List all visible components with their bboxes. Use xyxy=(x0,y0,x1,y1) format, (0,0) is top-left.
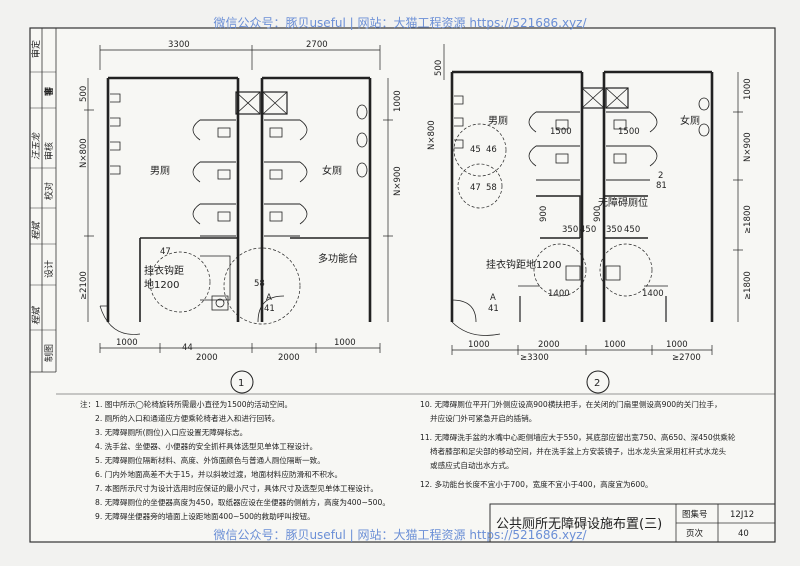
plan1-room-multi: 多功能台 xyxy=(318,252,358,265)
notes-right: 10. 无障碍厕位平开门外侧应设高900横扶把手，在关闭的门扇里侧设高900的关… xyxy=(420,399,736,489)
note-left-0: 注：1. 图中所示◯轮椅旋转所需最小直径为1500的活动空间。 xyxy=(80,399,292,409)
plan2-symbol-58: 58 xyxy=(486,183,497,193)
plan2-inner-7: 450 xyxy=(624,225,640,235)
plan1-symbol-47: 47 xyxy=(160,247,171,257)
plan2-mark-1-top: A xyxy=(490,293,496,303)
plan2-inner-8: 1400 xyxy=(548,289,570,299)
plan2-inner-2: 900 xyxy=(539,206,549,222)
note-left-3: 4. 洗手盆、坐便器、小便器的安全抓杆具体选型见单体工程设计。 xyxy=(95,441,317,451)
page-label: 页次 xyxy=(686,528,704,539)
plan1-dim-top-0: 3300 xyxy=(168,40,190,50)
plan1-dim-left-2: ≥2100 xyxy=(79,271,89,300)
plan1-dim-right-0: 1000 xyxy=(393,90,403,112)
sidebar-label-0: 审定 xyxy=(30,40,42,58)
atlas-value: 12J12 xyxy=(730,510,754,520)
plan2-inner-3: 900 xyxy=(593,206,603,222)
plan1-dim-bottom-1: 2000 xyxy=(196,353,218,363)
plan1-number: 1 xyxy=(238,378,244,389)
plan1-mark-top: A xyxy=(266,293,272,303)
plan2-inner-0: 1500 xyxy=(550,127,572,137)
plan2-inner-5: 450 xyxy=(580,225,596,235)
watermark-top: 微信公众号：豚贝useful | 网站：大猫工程资源 https://52168… xyxy=(213,16,587,30)
plan-2-texts: 500 N×800 男厕 女厕 无障碍厕位 挂衣钩距地1200 1500 150… xyxy=(427,60,753,389)
sidebar: 审定 審 审核 汪玉龙 校对 程斌 设计 程斌 制图 xyxy=(30,28,57,373)
plan-1-texts: 3300 2700 男厕 女厕 多功能台 挂衣钩距 地1200 47 58 44… xyxy=(79,40,403,389)
plan2-symbol-45: 45 xyxy=(470,145,481,155)
note-right-2: 11. 无障碍洗手盆的水嘴中心距侧墙应大于550，其底部应留出宽750、高650… xyxy=(420,432,736,442)
plan2-mark-0-top: 2 xyxy=(658,171,663,181)
note-left-8: 9. 无障碍坐便器旁的墙面上设距地面400~500的救助呼叫按钮。 xyxy=(95,511,315,521)
plan1-hook-line1: 挂衣钩距 xyxy=(144,264,184,277)
plan1-symbol-58: 58 xyxy=(254,279,265,289)
plan2-inner-9: 1400 xyxy=(642,289,664,299)
sidebar-label-2: 校对 xyxy=(43,182,55,200)
plan-1 xyxy=(84,45,393,394)
plan2-room-hook: 挂衣钩距地1200 xyxy=(486,258,561,271)
atlas-label: 图集号 xyxy=(682,509,708,520)
plan1-room-men: 男厕 xyxy=(150,165,170,177)
note-left-1: 2. 厕所的入口和通道应方便乘轮椅者进入和进行回转。 xyxy=(95,413,279,423)
drawing-title: 公共厕所无障碍设施布置(三) xyxy=(496,517,662,532)
sidebar-sign-3: 程斌 xyxy=(31,220,42,240)
sidebar-label-4: 制图 xyxy=(43,344,55,362)
note-right-3: 椅者膝部和足尖部的移动空间，并在洗手盆上方安装镜子，出水龙头宜采用杠杆式水龙头 xyxy=(430,446,727,456)
sidebar-label-1: 审核 xyxy=(43,142,55,160)
note-left-4: 5. 无障碍厕位隔断材料、高度、外饰面颜色与普通人厕位隔断一致。 xyxy=(95,455,325,465)
plan2-inner-4: 350 xyxy=(562,225,578,235)
plan1-dim-bottom-0: 1000 xyxy=(116,338,138,348)
plan1-dim-right-1: N×900 xyxy=(393,166,403,196)
plan2-dim-bottom-0: 1000 xyxy=(468,340,490,350)
sidebar-label-3: 设计 xyxy=(43,260,55,278)
plan2-dim-top-0: 500 xyxy=(434,60,444,76)
page-value: 40 xyxy=(738,529,749,539)
note-left-7: 8. 无障碍厕位的坐便器高度为450，取纸器应设在坐便器的侧前方，高度为400~… xyxy=(95,497,390,507)
plan2-dim-bottom-1: 2000 xyxy=(538,340,560,350)
sheet-frame xyxy=(29,27,776,543)
plan2-symbol-46: 46 xyxy=(486,145,497,155)
plan1-hook-line2: 地1200 xyxy=(144,278,179,291)
plan2-dim-bottom-3: ≥3300 xyxy=(520,353,549,363)
watermark-bottom: 微信公众号：豚贝useful | 网站：大猫工程资源 https://52168… xyxy=(213,528,587,542)
note-left-6: 7. 本图所示尺寸为设计选用时应保证的最小尺寸，具体尺寸及选型见单体工程设计。 xyxy=(95,483,378,493)
note-right-0: 10. 无障碍厕位平开门外侧应设高900横扶把手，在关闭的门扇里侧设高900的关… xyxy=(420,399,722,409)
plan2-mark-0-bottom: 81 xyxy=(656,181,667,191)
plan-2 xyxy=(443,44,743,394)
plan2-mark-1-bottom: 41 xyxy=(488,304,499,314)
notes-left: 注：1. 图中所示◯轮椅旋转所需最小直径为1500的活动空间。 2. 厕所的入口… xyxy=(80,399,390,521)
sidebar-sign-2: 汪玉龙 xyxy=(31,132,42,160)
plan2-inner-6: 350 xyxy=(606,225,622,235)
sidebar-sign-4: 程斌 xyxy=(31,305,42,325)
plan1-room-women: 女厕 xyxy=(322,164,342,177)
plan2-dim-bottom-5: ≥2700 xyxy=(672,353,701,363)
note-right-1: 并应设门外可紧急开启的插销。 xyxy=(430,413,536,423)
plan1-dim-left-1: N×800 xyxy=(79,138,89,168)
plan2-dim-bottom-2: 1000 xyxy=(604,340,626,350)
plan2-dim-right-3: ≥1800 xyxy=(743,271,753,300)
plan2-dim-right-2: ≥1800 xyxy=(743,205,753,234)
plan1-mark-bottom: 41 xyxy=(264,304,275,314)
note-left-5: 6. 门内外地面高差不大于15，并以斜坡过渡，地面材料应防滑和不积水。 xyxy=(95,469,342,479)
plan2-dim-left-0: N×800 xyxy=(427,120,437,150)
title-block: 公共厕所无障碍设施布置(三) 图集号 12J12 页次 40 xyxy=(489,503,776,543)
note-left-2: 3. 无障碍厕所(厕位)入口应设置无障碍标志。 xyxy=(95,427,247,437)
plan2-dim-bottom-4: 1000 xyxy=(666,340,688,350)
plan2-room-accessible: 无障碍厕位 xyxy=(598,196,648,209)
plan1-dim-top-1: 2700 xyxy=(306,40,328,50)
plan2-room-men: 男厕 xyxy=(488,115,508,127)
plan1-dim-bottom-2: 2000 xyxy=(278,353,300,363)
plan1-dim-bottom-3: 1000 xyxy=(334,338,356,348)
plan1-symbol-44: 44 xyxy=(182,343,193,353)
plan2-room-women: 女厕 xyxy=(680,114,700,127)
note-right-5: 12. 多功能台长度不宜小于700，宽度不宜小于400，高度宜为600。 xyxy=(420,479,653,489)
plan2-dim-right-0: 1000 xyxy=(743,78,753,100)
plan1-dim-left-0: 500 xyxy=(79,86,89,102)
plan2-inner-1: 1500 xyxy=(618,127,640,137)
plan2-symbol-47: 47 xyxy=(470,183,481,193)
plan2-dim-right-1: N×900 xyxy=(743,132,753,162)
sidebar-sign-0: 審 xyxy=(43,86,55,97)
note-right-4: 或感应式自动出水方式。 xyxy=(430,460,514,470)
plan2-number: 2 xyxy=(594,378,600,389)
